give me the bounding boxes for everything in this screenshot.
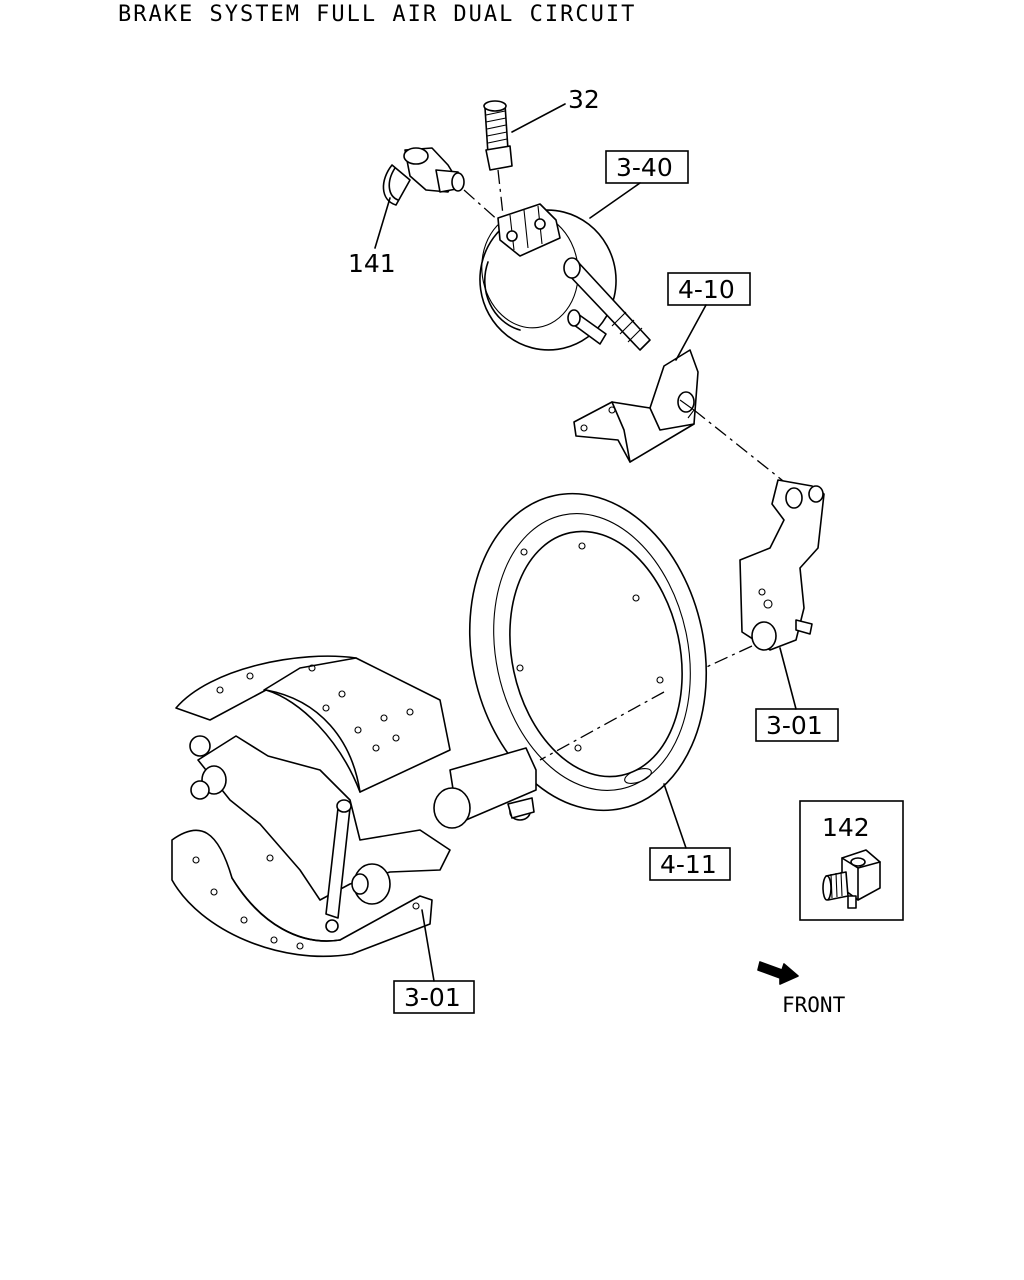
backing-plate[interactable]: [441, 471, 734, 832]
slack-adjuster[interactable]: [739, 479, 825, 651]
brake-chamber[interactable]: [471, 201, 651, 359]
callout-3-40[interactable]: 3-40: [616, 153, 673, 182]
callout-3-01-lower[interactable]: 3-01: [404, 983, 461, 1012]
axis-line-32: [497, 169, 504, 216]
callout-32[interactable]: 32: [568, 85, 600, 114]
leader-141: [374, 197, 391, 249]
ref-box-4-10: [667, 272, 751, 306]
callout-142[interactable]: 142: [822, 813, 870, 842]
leader-4-11: [663, 783, 687, 849]
axis-line-bracket: [693, 409, 793, 489]
axis-line-adjuster: [699, 645, 753, 671]
callout-141[interactable]: 141: [348, 249, 396, 278]
callout-4-11[interactable]: 4-11: [660, 850, 717, 879]
leader-3-01-lower: [421, 909, 435, 982]
diagram-title: BRAKE SYSTEM FULL AIR DUAL CIRCUIT: [118, 2, 637, 27]
part-141-elbow[interactable]: [382, 147, 465, 206]
leader-4-10: [675, 304, 707, 361]
axis-line-plate: [539, 691, 665, 761]
leader-32: [511, 103, 566, 133]
chamber-bracket[interactable]: [573, 349, 699, 463]
part-32-fitting[interactable]: [483, 100, 513, 171]
callout-4-10[interactable]: 4-10: [678, 275, 735, 304]
part-142-fitting[interactable]: [822, 849, 881, 909]
front-arrow-icon: [757, 961, 799, 985]
leader-3-40: [589, 182, 641, 219]
ref-box-3-01-lower: [393, 980, 475, 1014]
brake-shoe-assembly[interactable]: [171, 655, 537, 958]
axis-line-141: [463, 189, 501, 223]
ref-box-4-11: [649, 847, 731, 881]
ref-box-3-40: [605, 150, 689, 184]
ref-box-3-01-upper: [755, 708, 839, 742]
leader-3-01-upper: [779, 647, 797, 710]
callout-3-01-upper[interactable]: 3-01: [766, 711, 823, 740]
front-label: FRONT: [782, 993, 846, 1017]
